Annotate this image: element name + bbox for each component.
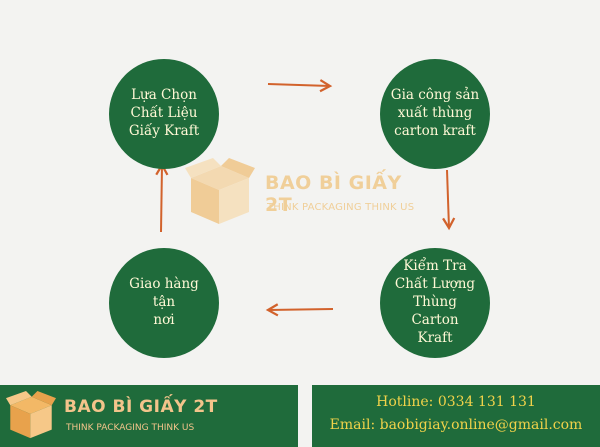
- box-logo-icon: [6, 391, 56, 439]
- step-2-line-2: xuất thùng: [397, 105, 473, 122]
- step-delivery: Giao hàng tận nơi: [109, 248, 219, 358]
- step-4-line-2: nơi: [153, 311, 175, 328]
- process-diagram: Lựa Chọn Chất Liệu Giấy Kraft Gia công s…: [109, 59, 490, 358]
- step-1-line-3: Giấy Kraft: [128, 122, 200, 139]
- step-1-line-1: Lựa Chọn: [131, 87, 197, 104]
- step-2-line-3: carton kraft: [394, 122, 476, 139]
- footer-tagline: THINK PACKAGING THINK US: [66, 423, 195, 433]
- step-production: Gia công sản xuất thùng carton kraft: [380, 59, 490, 169]
- footer-brand-panel: BAO BÌ GIẤY 2T THINK PACKAGING THINK US: [0, 385, 298, 447]
- step-1-line-2: Chất Liệu: [130, 105, 198, 122]
- step-quality-check: Kiểm Tra Chất Lượng Thùng Carton Kraft: [380, 248, 490, 358]
- hotline-text: Hotline: 0334 131 131: [376, 394, 536, 410]
- arrow-up: [155, 162, 169, 233]
- arrow-left: [265, 303, 334, 317]
- watermark-tagline: THINK PACKAGING THINK US: [267, 202, 415, 213]
- watermark: BAO BÌ GIẤY 2T THINK PACKAGING THINK US: [185, 158, 425, 228]
- flow-arrows: [155, 79, 456, 317]
- step-select-material: Lựa Chọn Chất Liệu Giấy Kraft: [109, 59, 219, 169]
- arrow-down: [442, 169, 456, 231]
- arrow-right: [267, 79, 333, 93]
- footer-contact-panel: Hotline: 0334 131 131 Email: baobigiay.o…: [312, 385, 600, 447]
- step-3-line-3: Thùng Carton: [411, 294, 459, 328]
- box-logo-icon: [185, 158, 255, 224]
- email-text: Email: baobigiay.online@gmail.com: [329, 417, 583, 433]
- footer-brand: BAO BÌ GIẤY 2T: [64, 397, 218, 417]
- step-3-line-1: Kiểm Tra: [403, 258, 467, 275]
- step-2-line-1: Gia công sản: [390, 87, 480, 104]
- watermark-brand: BAO BÌ GIẤY 2T: [265, 172, 402, 216]
- step-3-line-2: Chất Lượng: [394, 276, 476, 293]
- footer: BAO BÌ GIẤY 2T THINK PACKAGING THINK US …: [0, 385, 600, 447]
- step-4-line-1: Giao hàng tận: [129, 276, 199, 311]
- step-3-line-4: Kraft: [417, 329, 453, 346]
